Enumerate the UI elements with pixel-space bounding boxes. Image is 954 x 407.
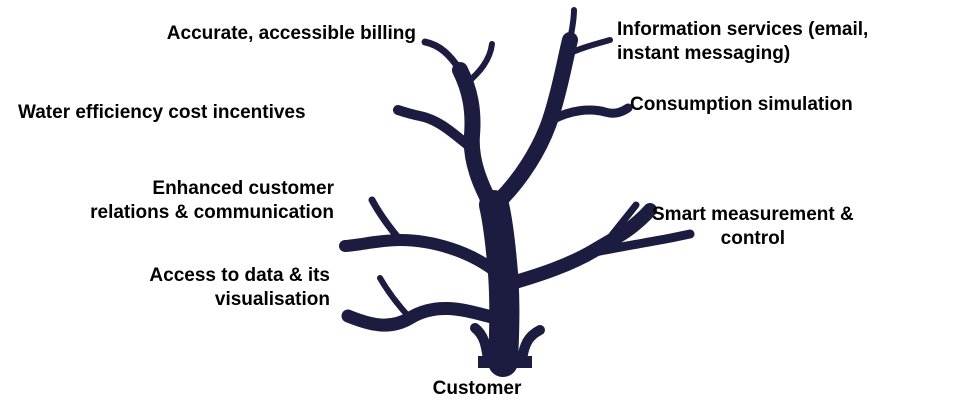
label-consumption-simulation: Consumption simulation bbox=[630, 93, 853, 117]
label-water-efficiency: Water efficiency cost incentives bbox=[18, 101, 306, 125]
tree-branch-access bbox=[341, 302, 503, 332]
label-information-services: Information services (email, instant mes… bbox=[617, 18, 868, 66]
tree-branch-billing bbox=[421, 38, 464, 74]
label-accurate-billing-text: Accurate, accessible billing bbox=[166, 23, 416, 44]
tree-branch-water bbox=[393, 105, 479, 155]
label-info-line1: Information services (email, bbox=[617, 19, 869, 40]
tree-twig-billing bbox=[463, 41, 495, 87]
label-smart-line1: Smart measurement & bbox=[652, 204, 854, 225]
tree-twig-smart-upper bbox=[608, 201, 640, 239]
label-access-line1: Access to data & its bbox=[149, 265, 330, 286]
tree-twig-smart bbox=[590, 229, 695, 257]
label-accurate-billing: Accurate, accessible billing bbox=[167, 22, 416, 46]
label-enhanced-customer-relations: Enhanced customer relations & communicat… bbox=[90, 177, 334, 225]
tree-root-flare-right bbox=[517, 325, 545, 365]
tree-branch-enhanced bbox=[339, 234, 506, 281]
label-access-line2: visualisation bbox=[214, 289, 330, 310]
label-access-to-data: Access to data & its visualisation bbox=[149, 264, 330, 312]
tree-twig-enhanced-up bbox=[368, 196, 404, 244]
label-enhanced-line1: Enhanced customer bbox=[152, 178, 334, 199]
label-smart-measurement: Smart measurement & control bbox=[652, 203, 854, 251]
tree-limb-left bbox=[452, 62, 502, 218]
tree-branch-info bbox=[567, 7, 577, 43]
tree-twig-info bbox=[563, 37, 613, 58]
tree-root-flare-left bbox=[470, 323, 493, 365]
tree-trunk bbox=[479, 190, 520, 377]
label-smart-line2: control bbox=[720, 228, 786, 249]
label-info-line2: instant messaging) bbox=[617, 43, 791, 64]
label-customer-root: Customer bbox=[420, 377, 534, 401]
label-water-efficiency-text: Water efficiency cost incentives bbox=[18, 102, 306, 123]
label-enhanced-line2: relations & communication bbox=[90, 202, 334, 223]
tree-twig-access-up bbox=[377, 275, 413, 321]
label-consumption-text: Consumption simulation bbox=[630, 94, 853, 115]
label-customer-text: Customer bbox=[432, 378, 522, 399]
tree-branch-consumption bbox=[547, 103, 633, 125]
